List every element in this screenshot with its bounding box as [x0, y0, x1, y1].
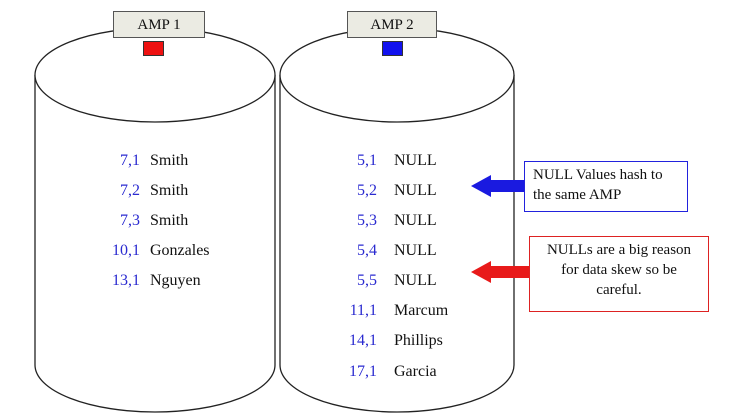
data-skew-callout: NULLs are a big reason for data skew so …: [529, 236, 709, 312]
table-row-name: NULL: [394, 272, 437, 290]
table-row-name: Gonzales: [150, 242, 210, 260]
table-row-name: Nguyen: [150, 272, 201, 290]
row-hash-id: 14,1: [349, 332, 377, 349]
table-row: 7,2: [0, 182, 140, 202]
row-hash-id: 10,1: [112, 242, 140, 259]
table-row-name: NULL: [394, 182, 437, 200]
row-value: Nguyen: [150, 272, 201, 289]
row-hash-id: 5,4: [357, 242, 377, 259]
row-value: Marcum: [394, 302, 449, 319]
row-hash-id: 5,5: [357, 272, 377, 289]
row-value: NULL: [394, 242, 437, 259]
table-row-name: Smith: [150, 182, 188, 200]
row-value: Smith: [150, 182, 189, 199]
row-value: Smith: [150, 152, 189, 169]
table-row: 5,2: [0, 182, 377, 202]
row-hash-id: 7,2: [120, 182, 140, 199]
row-hash-id: 5,1: [357, 152, 377, 169]
table-row-name: NULL: [394, 152, 437, 170]
table-row: 11,1: [0, 302, 377, 322]
table-row: 5,1: [0, 152, 377, 172]
row-hash-id: 17,1: [349, 363, 377, 380]
table-row-name: NULL: [394, 242, 437, 260]
row-hash-id: 7,1: [120, 152, 140, 169]
data-skew-callout-text: NULLs are a big reason for data skew so …: [546, 242, 692, 298]
table-row-name: Marcum: [394, 302, 448, 320]
row-value: NULL: [394, 182, 437, 199]
table-row: 5,3: [0, 212, 377, 232]
row-value: Smith: [150, 212, 189, 229]
red-arrow: [471, 261, 529, 283]
table-row-name: Phillips: [394, 332, 443, 350]
blue-arrow: [471, 175, 525, 197]
row-value: NULL: [394, 212, 437, 229]
table-row-name: Garcia: [394, 363, 437, 381]
table-row-name: Smith: [150, 212, 188, 230]
row-value: Gonzales: [150, 242, 210, 259]
row-value: NULL: [394, 272, 437, 289]
row-hash-id: 11,1: [349, 302, 377, 319]
row-hash-id: 13,1: [112, 272, 140, 289]
row-hash-id: 5,3: [357, 212, 377, 229]
amp2-color-square: [382, 41, 403, 56]
table-row: 14,1: [0, 332, 377, 352]
amp1-label: AMP 1: [113, 11, 205, 38]
table-row: 7,3: [0, 212, 140, 232]
table-row: 17,1: [0, 363, 377, 383]
row-value: Garcia: [394, 363, 437, 380]
table-row: 10,1: [0, 242, 140, 262]
null-hash-callout-text: NULL Values hash to the same AMP: [533, 167, 663, 203]
null-hash-callout: NULL Values hash to the same AMP: [524, 161, 688, 212]
table-row: 13,1: [0, 272, 140, 292]
amp2-label: AMP 2: [347, 11, 437, 38]
table-row: 7,1: [0, 152, 140, 172]
table-row: 5,5: [0, 272, 377, 292]
table-row: 5,4: [0, 242, 377, 262]
row-hash-id: 5,2: [357, 182, 377, 199]
amp1-color-square: [143, 41, 164, 56]
row-hash-id: 7,3: [120, 212, 140, 229]
row-value: Phillips: [394, 332, 443, 349]
amp2-cylinder: [279, 27, 515, 413]
row-value: NULL: [394, 152, 437, 169]
table-row-name: Smith: [150, 152, 188, 170]
table-row-name: NULL: [394, 212, 437, 230]
